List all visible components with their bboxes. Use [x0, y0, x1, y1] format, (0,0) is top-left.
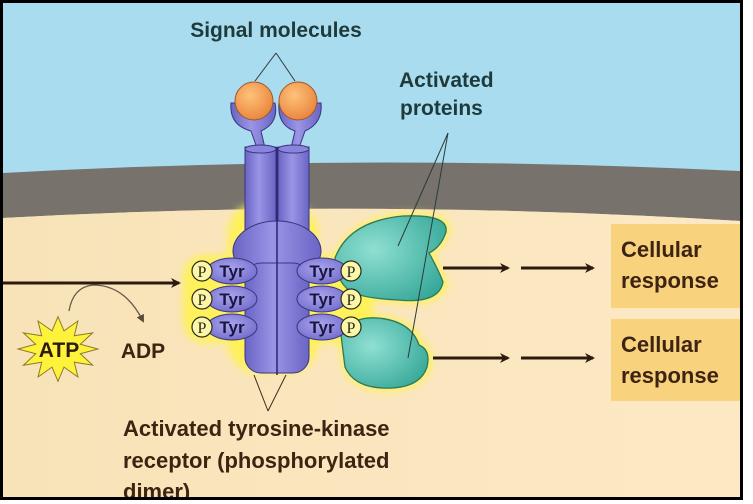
signal-molecules-pointer [254, 52, 296, 82]
phosphotyrosine-site-left: Tyr P [191, 257, 258, 285]
activated-protein-bottom [338, 314, 432, 392]
phosphate-label: P [198, 264, 207, 281]
adp-label: ADP [121, 340, 165, 363]
phosphotyrosine-site-right: Tyr P [296, 285, 362, 313]
signal-molecules-label: Signal molecules [190, 19, 362, 42]
phosphate-icon [340, 288, 362, 310]
receptor-label-pointer [253, 374, 287, 412]
activated-proteins-label-line1: Activated [399, 69, 494, 92]
phosphate-icon [340, 260, 362, 282]
signal-molecule-left [234, 81, 274, 121]
receptor-label-line3: dimer) [123, 479, 190, 497]
phosphate-icon [191, 288, 213, 310]
cellular-response-line2: response [621, 268, 719, 293]
phosphate-icon [191, 260, 213, 282]
cell-membrane [3, 162, 740, 221]
phosphotyrosine-site-left: Tyr P [191, 285, 258, 313]
phosphate-label: P [347, 292, 356, 309]
tyrosine-label: Tyr [309, 290, 335, 309]
phosphotyrosine-site-left: Tyr P [191, 313, 258, 341]
cellular-response-line2: response [621, 363, 719, 388]
cellular-response-line1: Cellular [621, 237, 702, 262]
tyrosine-label: Tyr [309, 318, 335, 337]
tyrosine-label: Tyr [219, 290, 245, 309]
cellular-response-box-2: Cellular response [611, 319, 740, 401]
tyrosine-label: Tyr [219, 318, 245, 337]
atp-burst-icon [16, 315, 100, 383]
activated-protein-top [333, 212, 451, 304]
cellular-response-box-1: Cellular response [611, 224, 740, 308]
cellular-response-line1: Cellular [621, 332, 702, 357]
phosphotyrosine-site-right: Tyr P [296, 313, 362, 341]
receptor-label-line2: receptor (phosphorylated [123, 448, 389, 473]
activated-proteins-pointer [397, 132, 449, 359]
atp-label: ATP [39, 339, 79, 362]
phosphotyrosine-site-right: Tyr P [296, 257, 362, 285]
activated-proteins-label-line2: proteins [400, 97, 483, 120]
tyrosine-label: Tyr [219, 262, 245, 281]
tyrosine-label: Tyr [309, 262, 335, 281]
phosphate-label: P [198, 320, 207, 337]
phosphate-label: P [347, 264, 356, 281]
signal-molecule-right [278, 81, 318, 121]
phosphate-label: P [198, 292, 207, 309]
phosphate-icon [340, 316, 362, 338]
receptor-label-line1: Activated tyrosine-kinase [123, 416, 390, 441]
phosphate-icon [191, 316, 213, 338]
atp-to-adp-arrow [68, 284, 144, 323]
phosphate-label: P [347, 320, 356, 337]
